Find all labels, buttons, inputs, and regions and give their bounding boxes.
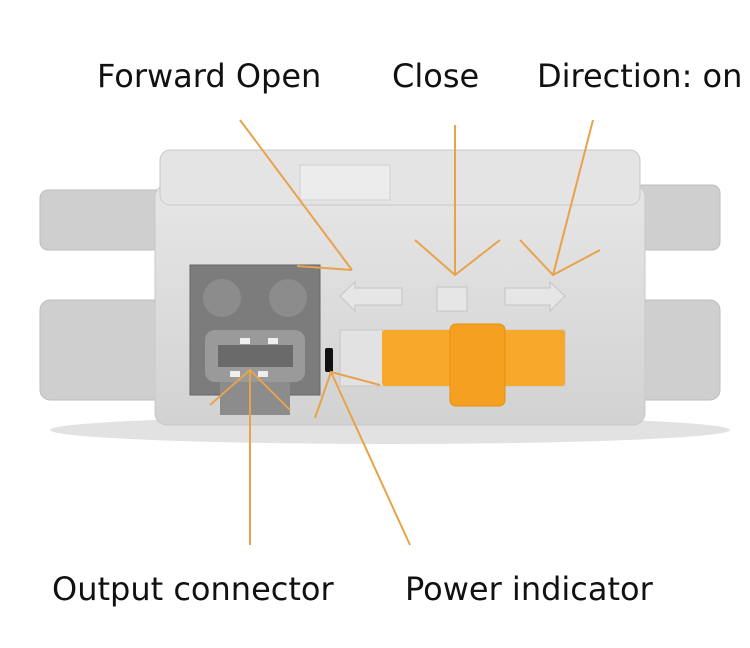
direction-switch bbox=[382, 323, 565, 407]
label-close: Close bbox=[392, 57, 480, 95]
left-side-bricks bbox=[39, 189, 166, 401]
label-power-indicator: Power indicator bbox=[405, 570, 653, 608]
left-arrow-icon bbox=[339, 280, 403, 313]
label-direction-on: Direction: on bbox=[537, 57, 743, 95]
annotation-lines bbox=[209, 119, 601, 546]
label-output-connector: Output connector bbox=[52, 570, 334, 608]
output-connector bbox=[189, 264, 321, 415]
right-side-bricks bbox=[629, 184, 721, 401]
label-forward-open: Forward Open bbox=[97, 57, 322, 95]
stop-square-icon bbox=[436, 286, 468, 312]
direction-marks bbox=[339, 280, 566, 313]
power-indicator-led bbox=[325, 348, 333, 372]
right-arrow-icon bbox=[504, 280, 566, 313]
battery-box-lid bbox=[159, 149, 641, 206]
